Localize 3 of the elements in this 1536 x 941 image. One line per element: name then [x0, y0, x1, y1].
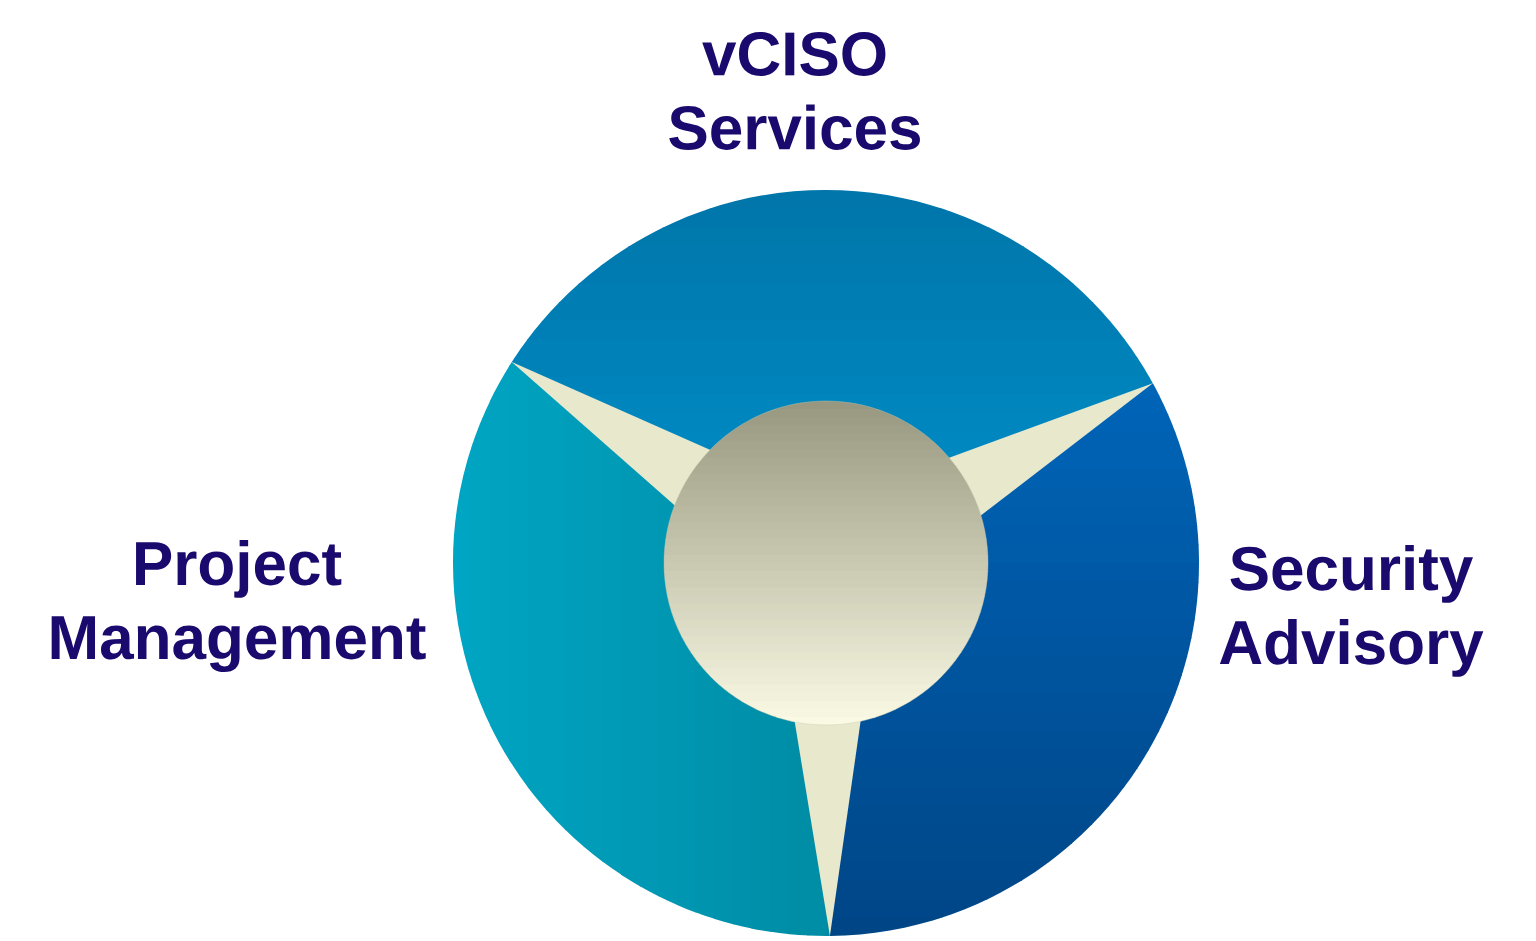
node-label: Security Advisory — [1219, 545, 1484, 677]
node-label: vCISO Services — [669, 32, 920, 150]
node-label: Project Management — [51, 539, 426, 673]
